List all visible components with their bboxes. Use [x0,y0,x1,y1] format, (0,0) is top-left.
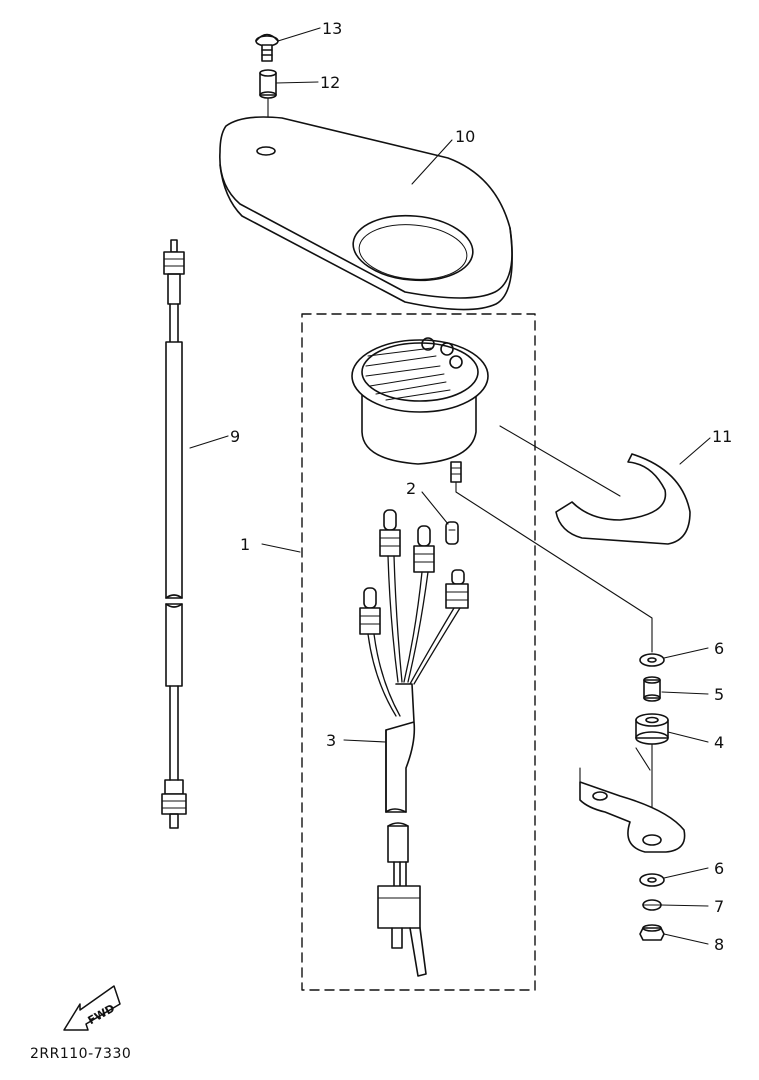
part-label-1: 1 [240,535,250,554]
screw-part-13 [255,33,279,62]
speedometer-head-part-1 [351,337,489,483]
leader-head-to-grommet [455,481,653,653]
part-label-3: 3 [326,731,336,750]
meter-panel-part-10 [219,116,513,311]
part-label-6-lower: 6 [714,859,724,878]
part-label-5: 5 [714,685,724,704]
part-label-4: 4 [714,733,724,752]
part-label-6-upper: 6 [714,639,724,658]
part-label-13: 13 [322,19,342,38]
part-label-8: 8 [714,935,724,954]
part-label-9: 9 [230,427,240,446]
bulb-sockets-part-2 [359,509,469,635]
part-label-7: 7 [714,897,724,916]
part-label-12: 12 [320,73,340,92]
grommet-stack [635,653,669,941]
collar-part-12 [259,69,277,99]
wire-bundle [367,555,461,717]
mounting-bracket [579,747,686,853]
cable-part-9 [161,239,187,829]
leader-head-to-bracket [499,425,621,497]
assembly-box-part-1 [301,313,536,991]
part-label-2: 2 [406,479,416,498]
diagram-code: 2RR110-7330 [30,1046,131,1062]
label-leader-lines [189,27,711,945]
part-label-11: 11 [712,427,732,446]
fwd-arrow-icon [63,985,121,1031]
wire-harness-part-3 [377,683,427,977]
bracket-part-11 [555,453,691,545]
part-label-10: 10 [455,127,475,146]
